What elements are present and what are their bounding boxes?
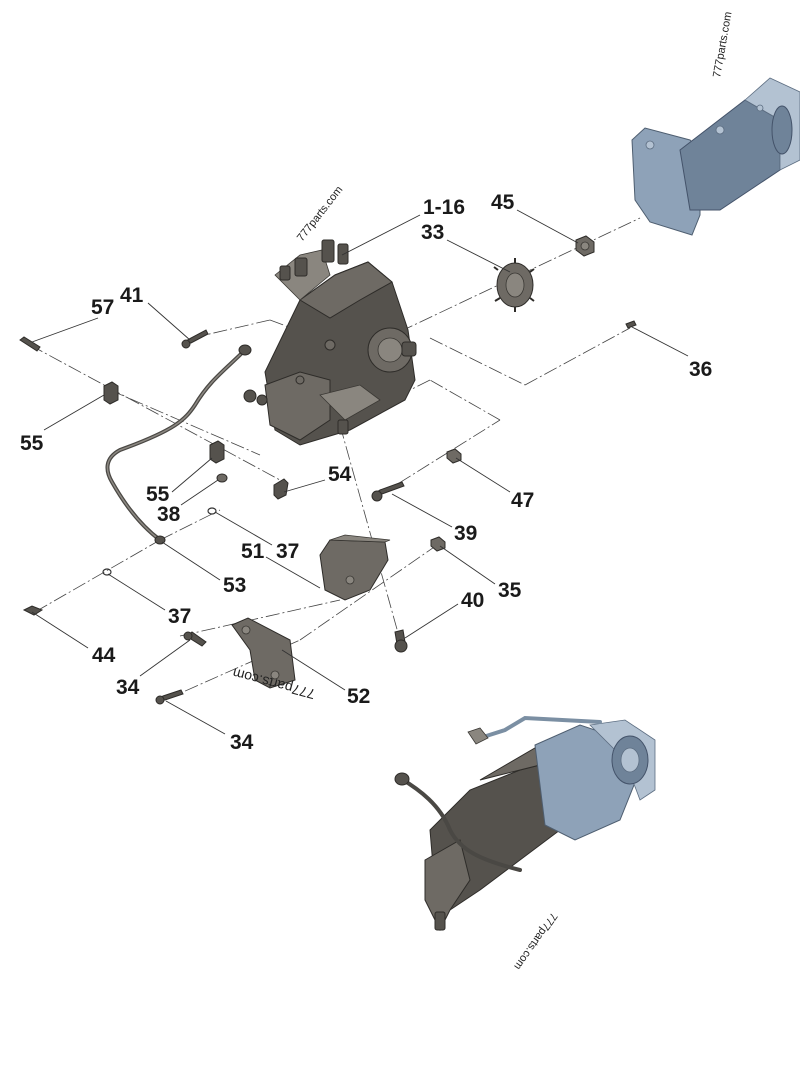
- callout-47: 47: [511, 489, 534, 512]
- callout-38: 38: [157, 503, 181, 526]
- fuel-line: [105, 344, 252, 545]
- callout-51: 51: [241, 540, 265, 563]
- callout-labels: 1-16 33 45 36 57 41 55 55 54 38 47 39 51…: [20, 191, 712, 754]
- callout-40: 40: [461, 589, 484, 612]
- callout-34-lower: 34: [230, 731, 254, 754]
- drive-gear: [493, 258, 535, 312]
- pump-drive-housing: [631, 77, 800, 236]
- small-parts: [19, 320, 637, 705]
- callout-52: 52: [347, 685, 370, 708]
- watermark-bottom: 777parts.com: [511, 910, 559, 971]
- callout-44: 44: [92, 644, 116, 667]
- callout-37-upper: 37: [276, 540, 299, 563]
- watermark-pump: 777parts.com: [295, 184, 345, 244]
- gear-nut: [575, 235, 595, 257]
- callout-55-upper: 55: [20, 432, 44, 455]
- callout-41: 41: [120, 284, 144, 307]
- callout-54: 54: [328, 463, 352, 486]
- injection-pump-assembly: [243, 239, 417, 446]
- callout-1-16: 1-16: [423, 196, 465, 219]
- callout-53: 53: [223, 574, 246, 597]
- leader-lines: [31, 209, 689, 735]
- callout-33: 33: [421, 221, 444, 244]
- callout-57: 57: [91, 296, 114, 319]
- callout-55-lower: 55: [146, 483, 170, 506]
- callout-35: 35: [498, 579, 522, 602]
- callout-37-lower: 37: [168, 605, 191, 628]
- callout-36: 36: [689, 358, 712, 381]
- watermark-top-right: 777parts.com: [711, 11, 734, 79]
- assembled-pump-view: [394, 715, 656, 932]
- callout-34-upper: 34: [116, 676, 140, 699]
- callout-45: 45: [491, 191, 515, 214]
- callout-39: 39: [454, 522, 477, 545]
